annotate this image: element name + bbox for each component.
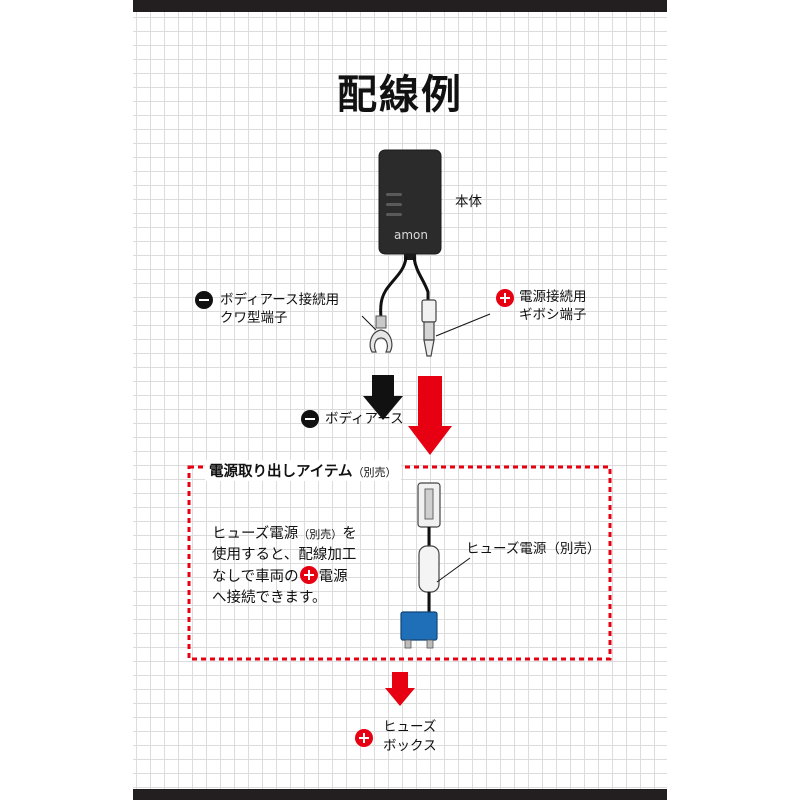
bullet-terminal-label-1: 電源接続用 [519,289,587,305]
fuse-power-label: ヒューズ電源（別売） [466,541,601,557]
fuse-box-label-1: ヒューズ [383,719,437,735]
leader-line [361,315,377,331]
fork-terminal-label-1: ボディアース接続用 [220,292,340,308]
bullet-terminal [421,299,437,357]
page-title: 配線例 [337,72,463,118]
desc-text: なしで車両の [212,569,299,585]
bottom-bar [133,789,667,800]
desc-text: 電源 [318,569,348,585]
desc-note: （別売） [298,528,343,541]
fork-terminal [369,315,393,353]
bullet-terminal-label-2: ギボシ端子 [519,307,587,323]
section-title-text: 電源取り出しアイテム [209,464,353,480]
desc-text: ヒューズ電源 [212,526,299,542]
plus-icon [496,289,514,307]
description: ヒューズ電源（別売）を 使用すると、配線加工 なしで車両の 電源 へ接続できます。 [212,524,357,609]
body-ground-label: ボディアース [325,411,404,427]
blue-fuse [400,611,438,641]
vent-slot [386,213,402,216]
section-title-note: （別売） [352,466,397,479]
minus-icon [301,410,319,428]
amon-logo: amon [394,228,428,242]
device-label: 本体 [455,194,482,210]
vent-slot [386,203,402,206]
minus-icon [195,291,213,309]
vent-slot [386,193,402,196]
power-arrow [408,376,452,455]
fork-terminal-label-2: クワ型端子 [220,310,288,326]
grid-background [133,0,667,800]
plus-icon [299,566,318,584]
ground-arrow [363,375,403,420]
fuse-box-arrow [385,672,415,706]
device-unit: amon [378,149,442,260]
top-bar [133,0,667,12]
fuse-box-label-2: ボックス [383,738,437,754]
fuse-power-item [400,482,441,649]
desc-text: を [342,526,357,542]
section-title: 電源取り出しアイテム（別売） [205,460,401,481]
leader-line [436,557,471,583]
plus-icon [355,729,373,747]
leader-line [435,313,491,337]
desc-line: へ接続できます。 [212,590,327,606]
cables [379,256,430,320]
desc-line: 使用すると、配線加工 [212,547,357,563]
